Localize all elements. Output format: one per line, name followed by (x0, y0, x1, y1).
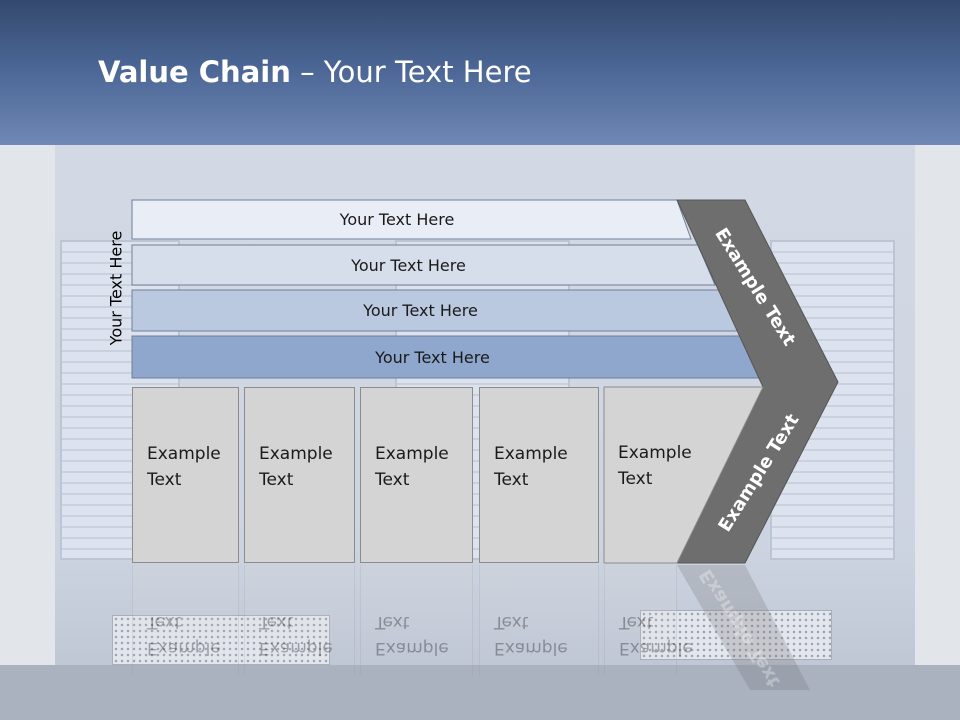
reflection-box-5-line2: Text (619, 612, 654, 632)
reflection-box-5-text: Example Text (619, 609, 693, 661)
activity-box-5: Example Text (604, 387, 714, 563)
band-4-label: Your Text Here (375, 347, 490, 367)
title-bold: Value Chain (98, 55, 291, 89)
activity-box-2: Example Text (244, 387, 355, 563)
wall-left (0, 145, 55, 665)
activity-box-2-line1: Example (259, 444, 333, 464)
reflection-box-2-text: Example Text (259, 609, 333, 661)
band-2: Your Text Here (132, 245, 715, 285)
box-5-shape (603, 386, 764, 564)
reflection-box-3-line1: Example (375, 638, 449, 658)
wall-right (915, 145, 960, 665)
band-4: Your Text Here (132, 336, 763, 378)
reflection-box-3-line2: Text (375, 612, 410, 632)
pavement (0, 665, 960, 720)
reflection-box-4-text: Example Text (494, 609, 568, 661)
header-band (0, 0, 960, 145)
activity-box-3-line1: Example (375, 444, 449, 464)
side-label: Your Text Here (106, 230, 126, 346)
reflection-box-4: Example Text (479, 565, 599, 675)
band-1-label: Your Text Here (339, 210, 455, 229)
band-1: Your Text Here (132, 200, 692, 239)
band-3-label: Your Text Here (363, 301, 478, 320)
band-shape-1 (131, 199, 692, 240)
title-rest: – Your Text Here (290, 55, 532, 89)
reflection-box-1: Example Text (132, 565, 239, 675)
reflection-box-5: Example Text (604, 565, 693, 675)
reflection-box-2-line2: Text (259, 612, 294, 632)
band-shape-2 (131, 244, 716, 286)
activity-box-1-line1: Example (147, 444, 221, 464)
vent-left (112, 615, 330, 665)
vent-right (640, 610, 832, 660)
chevron-reflection (677, 565, 810, 690)
reflection-box-4-line1: Example (494, 638, 568, 658)
reflection-box-3: Example Text (360, 565, 473, 675)
reflection-box-1-line2: Text (147, 612, 182, 632)
activity-box-5-line1: Example (618, 443, 692, 463)
reflection-box-1-line1: Example (147, 638, 221, 658)
reflection-box-3-text: Example Text (375, 609, 449, 661)
activity-box-3-line2: Text (375, 470, 410, 490)
reflection-box-5-line1: Example (619, 638, 693, 658)
reflection-box-4-line2: Text (494, 612, 529, 632)
activity-box-2-line2: Text (259, 470, 294, 490)
activity-box-1-line2: Text (147, 470, 182, 490)
activity-box-3: Example Text (360, 387, 473, 563)
activity-box-1: Example Text (132, 387, 239, 563)
slide-title: Value Chain – Your Text Here (98, 55, 532, 89)
band-2-label: Your Text Here (351, 255, 466, 275)
band-3: Your Text Here (132, 290, 739, 331)
activity-box-4-line2: Text (494, 470, 529, 490)
reflection-box-2-line1: Example (259, 638, 333, 658)
reflection-box-2: Example Text (244, 565, 355, 675)
activity-box-5-line2: Text (618, 469, 653, 489)
reflection-box-1-text: Example Text (147, 609, 221, 661)
activity-box-4: Example Text (479, 387, 599, 563)
activity-box-4-line1: Example (494, 444, 568, 464)
